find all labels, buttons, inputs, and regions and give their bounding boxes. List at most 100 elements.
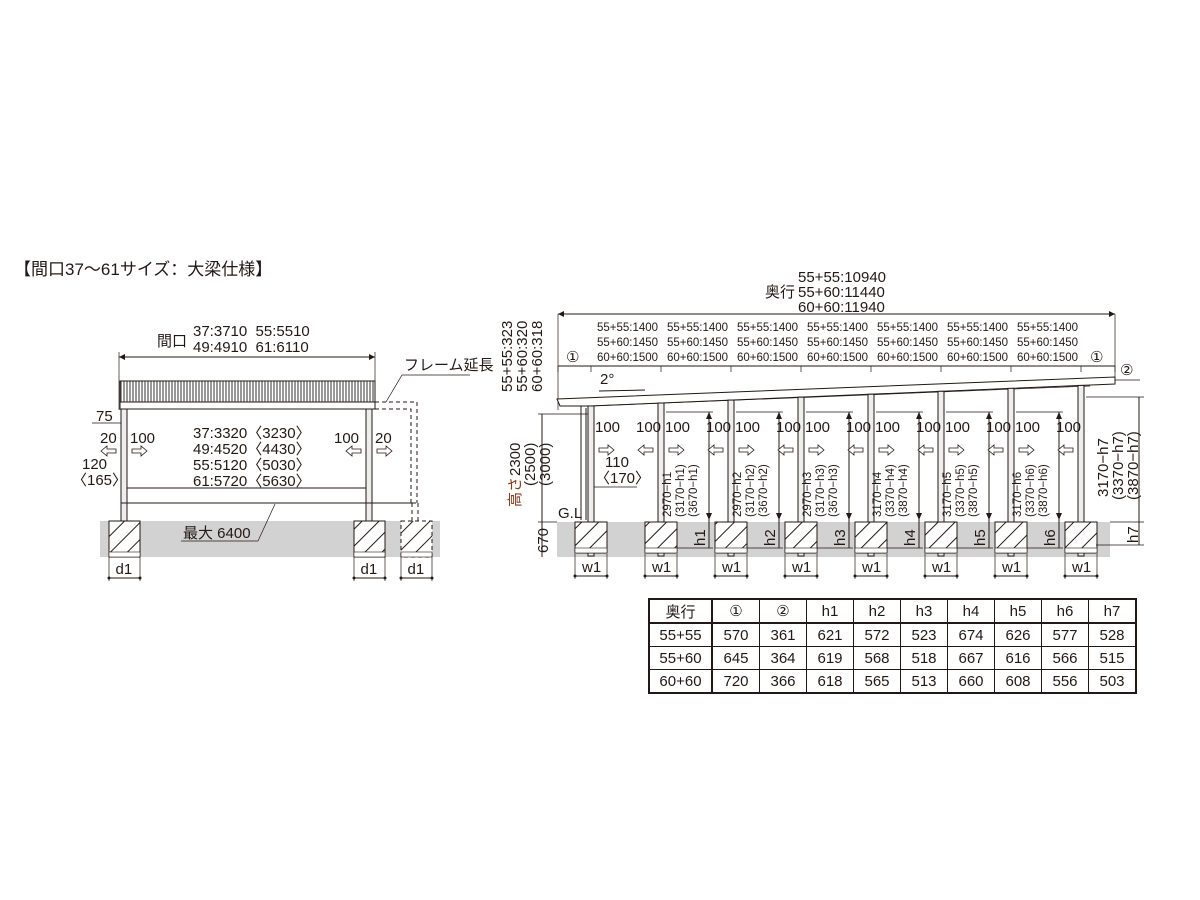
arrow-left-icon — [917, 444, 934, 456]
post-height: 2970−h3 — [802, 472, 814, 517]
footing-d1-dim: d1 — [408, 561, 425, 578]
table-cell: 55+55 — [648, 622, 713, 647]
depth-label: 奥行 — [765, 284, 795, 301]
arrow-left-icon — [987, 444, 1004, 456]
table-cell: 621 — [806, 622, 854, 647]
footing-base — [784, 547, 818, 554]
height-2300: 2300 — [507, 443, 524, 476]
slope-label: 2° — [600, 371, 614, 388]
table-header-cell: h5 — [994, 598, 1042, 624]
span-value: 55+60:1450 — [807, 337, 868, 349]
width-value-2: 49:4910 61:6110 — [193, 339, 309, 356]
table-cell: 518 — [900, 646, 948, 670]
last-post-height-2: (3370−h7) — [1110, 431, 1127, 500]
roof — [119, 380, 376, 403]
arrow-left-icon — [707, 444, 724, 456]
span-value: 55+55:1400 — [877, 322, 938, 334]
front-view: 間口 37:3710 55:5510 49:4910 61:6110 フレーム延… — [72, 323, 494, 581]
arrow-left-icon — [847, 444, 864, 456]
h-label: h4 — [902, 529, 919, 546]
post — [1007, 387, 1015, 557]
dim-100-left: 100 — [636, 419, 661, 436]
depth-value-3: 60+60:11940 — [798, 299, 885, 316]
inner-width-4: 61:5720〈5630〉 — [193, 473, 311, 490]
span-value: 55+55:1400 — [947, 322, 1008, 334]
span-value: 55+55:1400 — [737, 322, 798, 334]
table-cell: 55+60 — [648, 646, 713, 670]
post-height: 3170−h4 — [872, 471, 884, 517]
post-left — [120, 408, 128, 522]
span-value: 60+60:1500 — [807, 352, 868, 364]
arrow-right-icon — [668, 444, 685, 456]
footing-base — [574, 547, 608, 554]
table-cell: 364 — [759, 646, 807, 670]
inner-width-1: 37:3320〈3230〉 — [193, 425, 311, 442]
marker-2: ② — [1120, 362, 1133, 379]
table-cell: 645 — [711, 646, 760, 670]
table-header-cell: ② — [759, 598, 807, 624]
post-right — [365, 408, 373, 522]
table-cell: 608 — [994, 669, 1042, 694]
inner-width-2: 49:4520〈4430〉 — [193, 441, 311, 458]
table-cell: 660 — [947, 669, 995, 694]
table-header-cell: 奥行 — [648, 598, 713, 624]
dim-100-right: 100 — [1015, 419, 1040, 436]
table-cell: 570 — [711, 622, 760, 647]
page-title: 【間口37〜61サイズ：大梁仕様】 — [14, 260, 272, 279]
roof-side — [556, 376, 1116, 407]
footing-base — [644, 547, 678, 554]
depth-value-2: 55+60:11440 — [798, 284, 885, 301]
dim-100-left: 100 — [1056, 419, 1081, 436]
post — [657, 402, 665, 557]
post-height: (3870−h6) — [1038, 464, 1050, 517]
table-cell: 528 — [1088, 622, 1137, 647]
arrow-right-icon — [598, 444, 615, 456]
dim-100-left: 100 — [706, 419, 731, 436]
footing — [108, 520, 141, 558]
dim-100-right: 100 — [665, 419, 690, 436]
dim-100-right: 100 — [735, 419, 760, 436]
span-value: 60+60:1500 — [877, 352, 938, 364]
post — [797, 396, 805, 557]
dim-100-left: 100 — [130, 430, 155, 447]
post-height: (3170−h3) — [815, 464, 827, 517]
dim-120: 120 — [82, 456, 107, 473]
footing-w1-dim: w1 — [721, 559, 741, 576]
table-cell: 515 — [1088, 646, 1137, 670]
span-value: 60+60:1500 — [947, 352, 1008, 364]
dim-100-left: 100 — [916, 419, 941, 436]
dim-75: 75 — [96, 408, 113, 425]
width-label: 間口 — [157, 333, 187, 350]
table-cell: 366 — [759, 669, 807, 694]
post — [937, 390, 945, 557]
table-cell: 60+60 — [648, 669, 713, 694]
post-height: (3370−h6) — [1025, 464, 1037, 517]
table-header-cell: h3 — [900, 598, 948, 624]
footing-w1-dim: w1 — [931, 559, 951, 576]
post-height: (3670−h1) — [688, 464, 700, 517]
arrow-right-icon — [376, 445, 393, 457]
table-cell: 667 — [947, 646, 995, 670]
roof-offset-3: 60+60:318 — [529, 321, 546, 392]
table-header-cell: h7 — [1088, 598, 1137, 624]
post-height: 2970−h2 — [732, 472, 744, 517]
dim-100-right: 100 — [595, 419, 620, 436]
footing-base — [353, 551, 386, 558]
roof-offset-2: 55+60:320 — [514, 321, 531, 392]
span-value: 60+60:1500 — [667, 352, 728, 364]
span-value: 55+55:1400 — [597, 322, 658, 334]
post-height: (3870−h5) — [968, 464, 980, 517]
h-label: h2 — [762, 529, 779, 546]
dim-165: 〈165〉 — [72, 472, 127, 489]
footing-d1-dim: d1 — [361, 561, 378, 578]
arrow-left-icon — [345, 445, 362, 457]
table-cell: 720 — [711, 669, 760, 694]
arrow-right-icon — [808, 444, 825, 456]
dim-170: 〈170〉 — [595, 470, 650, 487]
post-height: (3870−h4) — [898, 464, 910, 517]
footing-base — [854, 547, 888, 554]
table-header-cell: h2 — [853, 598, 901, 624]
